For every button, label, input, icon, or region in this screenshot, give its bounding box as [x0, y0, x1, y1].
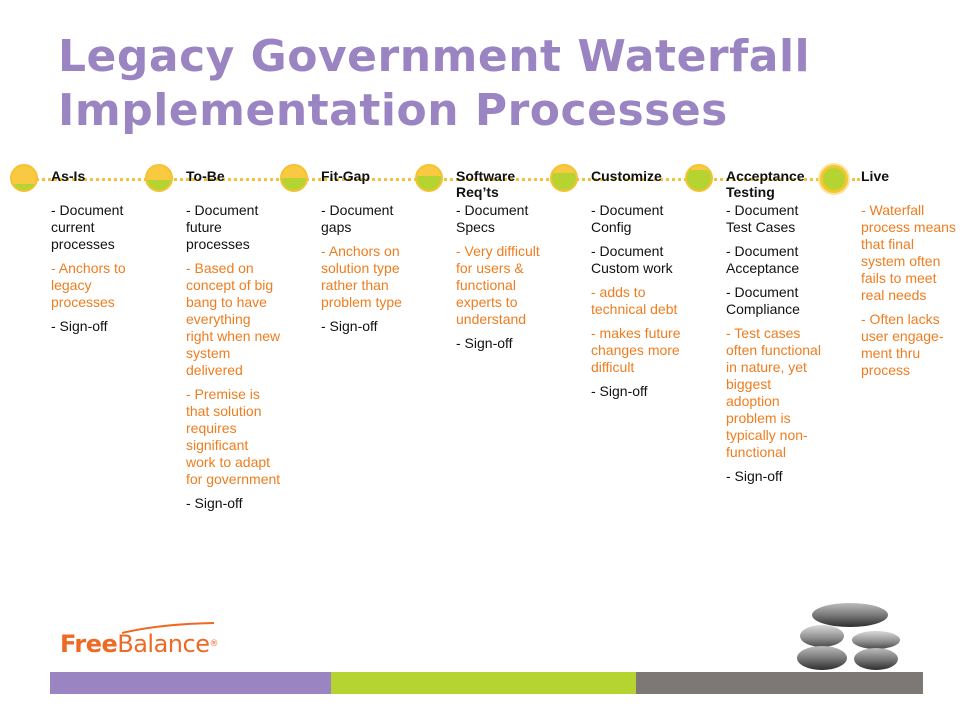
phase-progress-fill: [282, 178, 306, 190]
phase-bullet: - Sign-off: [456, 335, 513, 351]
slide-title: Legacy Government Waterfall Implementati…: [58, 31, 811, 136]
phase-bullet: - Sign-off: [321, 318, 378, 334]
phase-bullet: - Document Specs: [456, 202, 529, 235]
phase-column-software-req-ts: Software Req’ts- Document Specs - Very di…: [456, 168, 551, 359]
phase-bullet: - Anchors to legacy processes: [51, 260, 126, 310]
phase-progress-fill: [417, 175, 441, 190]
phase-heading: Customize: [591, 168, 662, 184]
phase-circle-as-is: [10, 164, 38, 192]
phase-bullet: - Document Test Cases: [726, 202, 799, 235]
logo-text-balance: Balance: [117, 630, 210, 658]
phase-bullet: - Very difficult for users & functional …: [456, 243, 540, 327]
stacked-stones-image: [797, 603, 900, 670]
phase-column-acceptance-testing: Acceptance Testing- Document Test Cases -…: [726, 168, 821, 492]
phase-bullet: - Document gaps: [321, 202, 394, 235]
phase-column-customize: Customize - Document Config - Document Cus…: [591, 168, 686, 407]
phase-bullet: - Document Compliance: [726, 284, 800, 317]
phase-bullet: - makes future changes more difficult: [591, 325, 681, 375]
phase-progress-fill: [12, 184, 36, 190]
phase-bullet: - Document future processes: [186, 202, 259, 252]
phase-circle-software-req-ts: [415, 164, 443, 192]
phase-progress-fill: [147, 180, 171, 190]
phase-heading: As-Is: [51, 168, 86, 184]
phase-bullet: - Document Custom work: [591, 243, 673, 276]
phase-bullet: - Often lacks user engage-ment thru proc…: [861, 311, 944, 378]
phase-bullet: - Based on concept of big bang to have e…: [186, 260, 281, 378]
phase-bullet: - Document Config: [591, 202, 664, 235]
phase-circle-customize: [550, 164, 578, 192]
phase-progress-fill: [687, 169, 711, 190]
phase-bullet: - Sign-off: [51, 318, 108, 334]
phase-bullet: - Sign-off: [591, 383, 648, 399]
logo-registered-mark: ®: [209, 639, 218, 649]
phase-bullet: - Anchors on solution type rather than p…: [321, 243, 402, 310]
phase-bullet: - Premise is that solution requires sign…: [186, 386, 281, 487]
phase-heading: Live: [861, 168, 890, 184]
phase-heading: Acceptance Testing: [726, 168, 805, 200]
phase-progress-fill: [552, 172, 576, 190]
phase-heading: Software Req’ts: [456, 168, 516, 200]
phase-bullet: - Document current processes: [51, 202, 124, 252]
freebalance-logo: FreeBalance®: [60, 630, 218, 658]
phase-column-live: Live - Waterfall process means that final…: [861, 168, 956, 386]
phase-progress-fill: [823, 168, 845, 190]
phase-heading: To-Be: [186, 168, 225, 184]
phase-bullet: - Document Acceptance: [726, 243, 800, 276]
footer-bar-green: [331, 672, 636, 694]
footer-bar-gray: [636, 672, 923, 694]
phase-circle-live: [820, 165, 848, 193]
footer-bar-purple: [50, 672, 331, 694]
phase-circle-to-be: [145, 164, 173, 192]
phase-heading: Fit-Gap: [321, 168, 370, 184]
logo-text-free: Free: [60, 630, 118, 658]
phase-circle-fit-gap: [280, 164, 308, 192]
phase-bullet: - Sign-off: [726, 468, 783, 484]
phase-bullet: - Waterfall process means that final sys…: [861, 202, 956, 303]
phase-bullet: - adds to technical debt: [591, 284, 678, 317]
phase-column-to-be: To-Be - Document future processes - Based …: [186, 168, 281, 519]
phase-circle-acceptance-testing: [685, 164, 713, 192]
phase-bullet: - Sign-off: [186, 495, 243, 511]
phase-bullet: - Test cases often functional in nature,…: [726, 325, 821, 460]
phase-column-fit-gap: Fit-Gap - Document gaps - Anchors on solut…: [321, 168, 416, 342]
logo-swoosh-icon: [121, 622, 215, 634]
phase-column-as-is: As-Is - Document current processes - Ancho…: [51, 168, 146, 342]
